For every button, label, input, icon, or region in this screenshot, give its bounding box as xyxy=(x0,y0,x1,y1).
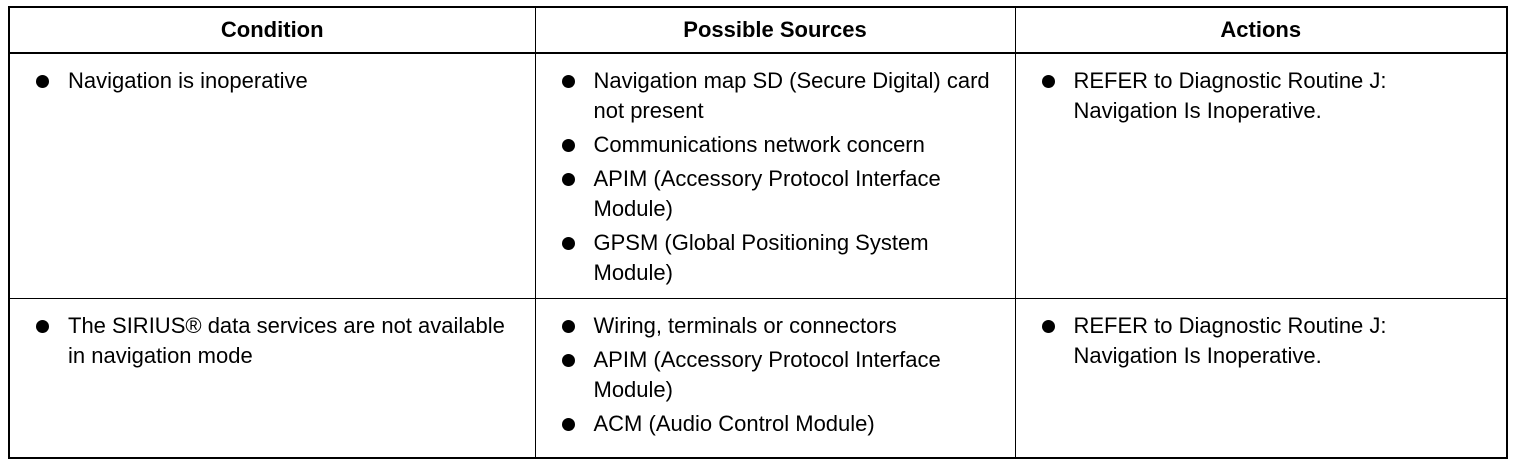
condition-list: The SIRIUS® data services are not availa… xyxy=(36,311,525,371)
sources-cell: Navigation map SD (Secure Digital) card … xyxy=(534,52,1016,299)
actions-list: REFER to Diagnostic Routine J: Navigatio… xyxy=(1041,311,1497,371)
list-item: APIM (Accessory Protocol Interface Modul… xyxy=(561,345,1005,405)
table-row: Navigation is inoperative Navigation map… xyxy=(8,52,1508,299)
header-actions: Actions xyxy=(1014,6,1508,54)
list-item: Navigation is inoperative xyxy=(36,66,525,96)
sources-list: Wiring, terminals or connectors APIM (Ac… xyxy=(561,311,1005,439)
sources-cell: Wiring, terminals or connectors APIM (Ac… xyxy=(534,298,1016,459)
header-row: Condition Possible Sources Actions xyxy=(8,6,1508,54)
diagnostic-table: Condition Possible Sources Actions Navig… xyxy=(8,6,1508,459)
list-item: REFER to Diagnostic Routine J: Navigatio… xyxy=(1041,311,1497,371)
list-item: GPSM (Global Positioning System Module) xyxy=(561,228,1005,288)
condition-cell: Navigation is inoperative xyxy=(8,52,536,299)
list-item: Wiring, terminals or connectors xyxy=(561,311,1005,341)
sources-list: Navigation map SD (Secure Digital) card … xyxy=(561,66,1005,288)
table-row: The SIRIUS® data services are not availa… xyxy=(8,298,1508,459)
list-item: ACM (Audio Control Module) xyxy=(561,409,1005,439)
list-item: Navigation map SD (Secure Digital) card … xyxy=(561,66,1005,126)
header-condition: Condition xyxy=(8,6,536,54)
actions-cell: REFER to Diagnostic Routine J: Navigatio… xyxy=(1014,298,1508,459)
condition-list: Navigation is inoperative xyxy=(36,66,525,96)
actions-list: REFER to Diagnostic Routine J: Navigatio… xyxy=(1041,66,1497,126)
list-item: APIM (Accessory Protocol Interface Modul… xyxy=(561,164,1005,224)
list-item: REFER to Diagnostic Routine J: Navigatio… xyxy=(1041,66,1497,126)
list-item: The SIRIUS® data services are not availa… xyxy=(36,311,525,371)
condition-cell: The SIRIUS® data services are not availa… xyxy=(8,298,536,459)
header-possible-sources: Possible Sources xyxy=(534,6,1016,54)
actions-cell: REFER to Diagnostic Routine J: Navigatio… xyxy=(1014,52,1508,299)
list-item: Communications network concern xyxy=(561,130,1005,160)
